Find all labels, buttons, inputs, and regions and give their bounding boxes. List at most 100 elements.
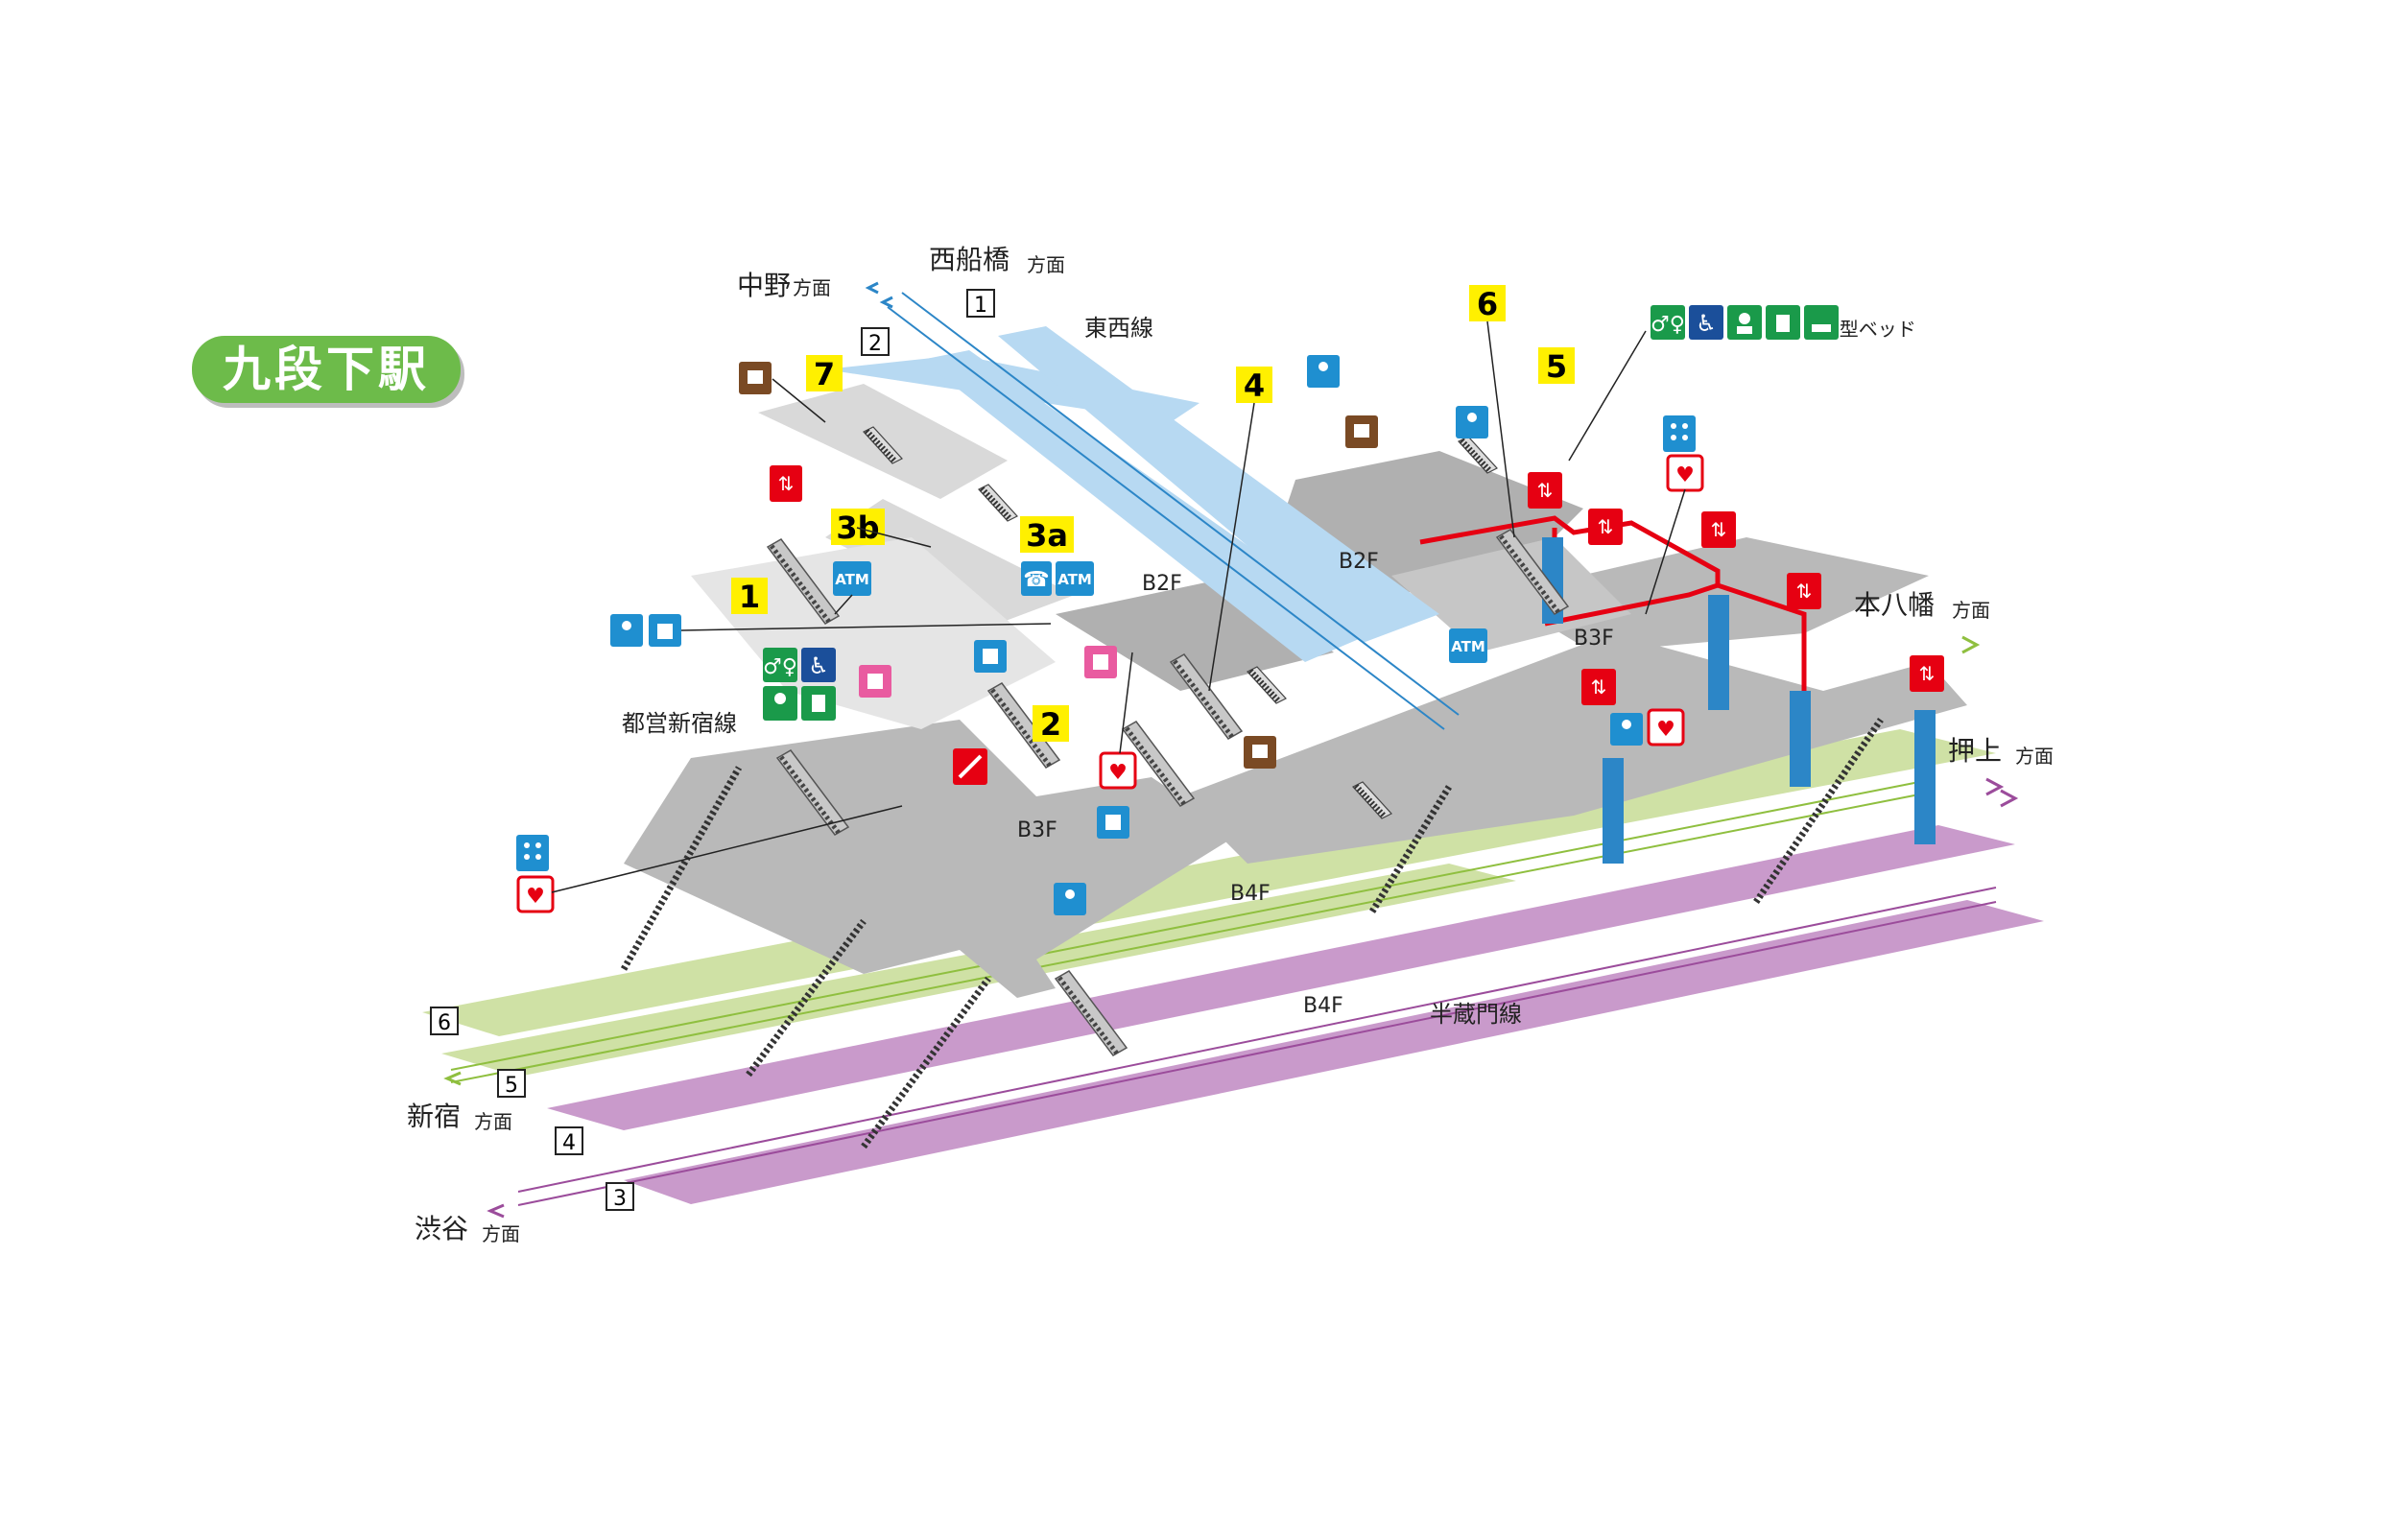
direction-nakano: 中野 方面 (737, 270, 831, 301)
platform-1: 1 (966, 289, 995, 318)
long-stairs (620, 718, 1884, 1149)
large-bed-icon (1804, 305, 1839, 340)
stairs-icon (1247, 667, 1286, 703)
svg-text:新宿: 新宿 (407, 1101, 461, 1132)
svg-text:方面: 方面 (1027, 253, 1065, 276)
braille-map-icon (1663, 415, 1696, 452)
hanzomon-line-platform (517, 825, 2044, 1206)
atm-icon: ATM (1056, 561, 1094, 596)
svg-text:♂♀: ♂♀ (1651, 313, 1685, 337)
svg-text:♿: ♿ (1696, 310, 1717, 337)
svg-text:5: 5 (505, 1074, 518, 1098)
svg-text:3: 3 (613, 1187, 627, 1211)
svg-text:⇅: ⇅ (1591, 675, 1607, 699)
stairs-icon (979, 485, 1017, 521)
toilet-icon (1651, 305, 1685, 340)
svg-text:4: 4 (1244, 367, 1265, 404)
svg-text:⇅: ⇅ (1711, 518, 1727, 541)
toilet-icon (763, 648, 797, 682)
exit-3b[interactable]: 3b (831, 509, 885, 546)
exit-4[interactable]: 4 (1236, 367, 1272, 404)
exit-1[interactable]: 1 (731, 578, 768, 615)
braille-map-icon (516, 835, 549, 871)
svg-text:方面: 方面 (2015, 745, 2054, 768)
svg-text:♂♀: ♂♀ (763, 655, 797, 679)
elevator-icon: ⇅ (1528, 472, 1562, 509)
aed-icon: ♥ (1099, 751, 1137, 790)
aed-icon: ♥ (516, 875, 555, 913)
svg-text:♥: ♥ (1656, 718, 1675, 742)
svg-text:西船橋: 西船橋 (929, 244, 1009, 275)
wheelchair-icon (801, 648, 836, 682)
svg-text:☎: ☎ (1023, 568, 1049, 592)
svg-text:6: 6 (1477, 286, 1498, 322)
exit-3a[interactable]: 3a (1020, 516, 1074, 554)
floor-label-b3f: B3F (1574, 627, 1614, 651)
exit-7[interactable]: 7 (806, 355, 843, 392)
svg-text:1: 1 (739, 579, 760, 615)
svg-text:方面: 方面 (474, 1110, 512, 1133)
svg-text:⇅: ⇅ (778, 472, 795, 495)
svg-text:⇅: ⇅ (1796, 580, 1813, 603)
floor-label-b2f: B2F (1142, 572, 1182, 596)
shinjuku-line-label: 都営新宿線 (622, 710, 737, 737)
svg-text:⇅: ⇅ (1919, 662, 1936, 685)
elevator-icon: ⇅ (1701, 511, 1736, 548)
floor-label-b4f: B4F (1303, 994, 1343, 1018)
exit-6[interactable]: 6 (1469, 285, 1506, 322)
svg-text:♥: ♥ (1675, 463, 1695, 487)
direction-arrows (443, 281, 2019, 1219)
svg-text:2: 2 (868, 332, 882, 356)
platform-2: 2 (861, 327, 890, 356)
svg-text:6: 6 (438, 1011, 451, 1035)
telephone-icon (1021, 561, 1052, 596)
leader-lines (551, 320, 1686, 893)
facility-row-top-right: ♂♀ ♿ (1651, 305, 1839, 340)
platform-4: 4 (555, 1126, 583, 1155)
blue-service-icons: ☎ (516, 355, 1696, 915)
svg-text:⇅: ⇅ (1537, 479, 1554, 502)
floor-label-b3f: B3F (1017, 818, 1057, 842)
platform-5: 5 (497, 1069, 526, 1098)
platform-3: 3 (606, 1182, 634, 1211)
svg-text:方面: 方面 (793, 276, 831, 299)
facility-cluster-left: ♂♀ ♿ (763, 648, 836, 721)
wheelchair-icon (1689, 305, 1723, 340)
floor-label-b4f: B4F (1230, 882, 1271, 906)
svg-text:ATM: ATM (1451, 638, 1485, 655)
svg-text:♿: ♿ (808, 652, 829, 679)
svg-text:方面: 方面 (482, 1222, 520, 1245)
svg-text:渋谷: 渋谷 (415, 1213, 468, 1244)
svg-text:2: 2 (1040, 706, 1061, 743)
svg-text:7: 7 (814, 356, 835, 392)
atm-icon: ATM (833, 561, 871, 596)
shinjuku-line-platform (422, 729, 1996, 1083)
svg-text:1: 1 (974, 294, 987, 318)
tozai-line-label: 東西線 (1084, 315, 1153, 342)
svg-text:中野: 中野 (737, 270, 791, 301)
exit-5[interactable]: 5 (1538, 347, 1575, 385)
svg-text:押上: 押上 (1948, 735, 2002, 767)
atm-icon: ATM (1449, 628, 1487, 663)
elevator-icon: ⇅ (1910, 655, 1944, 692)
direction-nishifunabashi: 西船橋 方面 (929, 244, 1065, 276)
elevator-icon: ⇅ (1787, 573, 1821, 609)
hanzomon-line-label: 半蔵門線 (1430, 1001, 1522, 1028)
svg-text:♥: ♥ (526, 885, 545, 909)
svg-text:3a: 3a (1026, 517, 1068, 554)
tozai-line-platform (825, 292, 1460, 730)
svg-text:本八幡: 本八幡 (1854, 589, 1935, 621)
svg-text:方面: 方面 (1952, 599, 1990, 622)
aed-icon: ♥ (1666, 454, 1704, 492)
fare-adjust-icons (739, 362, 1378, 769)
floor-label-b2f: B2F (1339, 550, 1379, 574)
direction-oshiage: 押上 方面 (1948, 735, 2054, 768)
aed-icon: ♥ (1647, 708, 1685, 746)
elevator-icon: ⇅ (1588, 509, 1623, 545)
pink-service-icons (859, 646, 1117, 785)
svg-text:⇅: ⇅ (1598, 515, 1614, 538)
elevator-icon: ⇅ (770, 465, 802, 502)
exit-2[interactable]: 2 (1033, 705, 1069, 743)
svg-text:4: 4 (562, 1131, 576, 1155)
